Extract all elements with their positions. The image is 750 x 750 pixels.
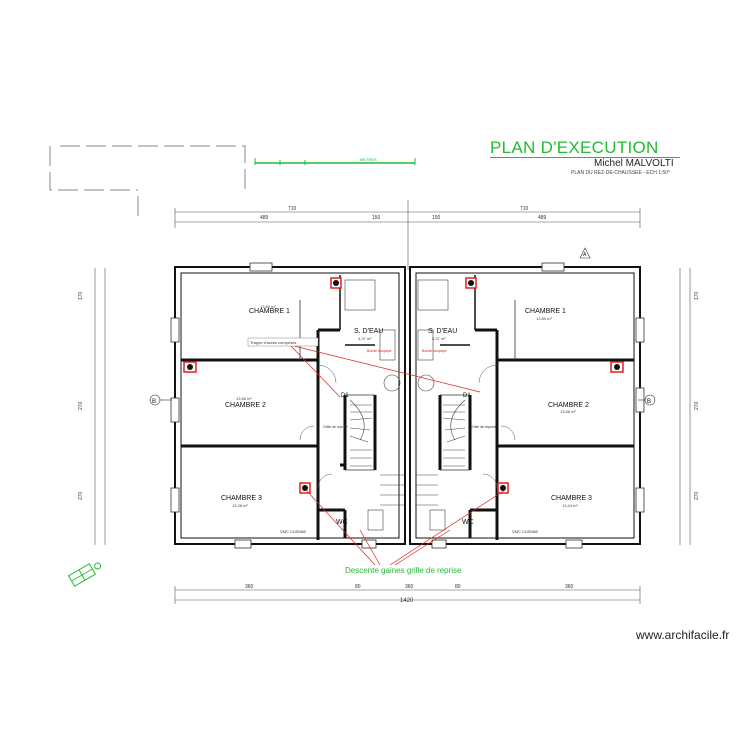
dim-side-left-1: 170 <box>78 291 84 300</box>
bathroom-fixtures <box>344 279 449 531</box>
section-a: A <box>583 252 587 258</box>
dim-bottom-3: 360 <box>405 584 414 590</box>
dim-bottom-5: 360 <box>565 584 574 590</box>
room-right-chambre-1: CHAMBRE 1 <box>525 308 566 315</box>
dim-side-left-3: 270 <box>78 491 84 500</box>
scale-bar-label: METRES <box>360 157 377 162</box>
room-left-chambre-2-area: 13,86 m² <box>236 396 252 401</box>
plan-subtitle: PLAN DU REZ-DE-CHAUSSEE - ECH 1:50° <box>571 170 670 176</box>
top-dimensions <box>174 200 641 270</box>
dim-top-mid-left: 150 <box>372 215 381 221</box>
section-b-right: B <box>647 399 651 405</box>
ventilation-ducts <box>183 277 624 494</box>
room-left-chambre-3: CHAMBRE 3 <box>221 495 262 502</box>
annotation-trappe: Trappe d'accès comprises <box>250 340 296 345</box>
annotation-grille-left: Grille de reprise <box>323 425 348 429</box>
annotation-vmc-left: VMC CUISINE <box>280 529 307 534</box>
room-left-chambre-1-area: 13,80 m² <box>260 304 276 309</box>
trappe-label-box <box>247 337 319 347</box>
compass-icon <box>67 562 102 587</box>
room-left-sdeau-area: 3,37 m² <box>358 336 372 341</box>
dim-top-mid-right: 150 <box>432 215 441 221</box>
annotation-soupape-left: Bonde soupape <box>367 349 392 353</box>
thin-partitions <box>299 300 516 471</box>
annotation-d1-left: D1 <box>341 393 349 399</box>
dim-top-total-right: 710 <box>520 206 529 212</box>
room-left-wc: WC <box>336 519 348 526</box>
section-b-left: B <box>152 399 156 405</box>
annotation-soupape-right: Bonde soupape <box>422 349 447 353</box>
dim-top-left: 489 <box>260 215 269 221</box>
red-annotation-lines <box>289 344 506 566</box>
section-markers <box>149 394 656 406</box>
room-right-sdeau: S. D'EAU <box>428 328 457 335</box>
room-right-chambre-3: CHAMBRE 3 <box>551 495 592 502</box>
site-outline <box>49 145 246 222</box>
annotation-vmc-right: VMC CUISINE <box>512 529 539 534</box>
room-right-chambre-2-area: 13,86 m² <box>560 409 576 414</box>
dim-top-total-left: 710 <box>288 206 297 212</box>
room-right-chambre-3-area: 13,44 m² <box>562 503 578 508</box>
room-left-chambre-1: CHAMBRE 1 <box>249 308 290 315</box>
dim-side-right-3: 270 <box>694 491 700 500</box>
dim-side-right-1: 170 <box>694 291 700 300</box>
plan-title: PLAN D'EXECUTION <box>490 138 659 157</box>
scale-bar: METRES <box>254 157 416 165</box>
annotation-grille-right: Grille de reprise <box>471 425 496 429</box>
dim-top-right: 489 <box>538 215 547 221</box>
room-left-chambre-2: CHAMBRE 2 <box>225 402 266 409</box>
bottom-dimensions <box>174 586 641 604</box>
title-underline <box>490 157 680 158</box>
dim-bottom-4: 80 <box>455 584 461 590</box>
annotation-descente: Descente gaines grille de reprise <box>345 566 462 575</box>
room-right-chambre-1-area: 13,80 m² <box>536 316 552 321</box>
room-right-chambre-2: CHAMBRE 2 <box>548 402 589 409</box>
room-right-wc: WC <box>462 519 474 526</box>
room-left-chambre-3-area: 13,38 m² <box>232 503 248 508</box>
side-dimensions <box>94 268 691 545</box>
room-left-sdeau: S. D'EAU <box>354 328 383 335</box>
dim-bottom-1: 360 <box>245 584 254 590</box>
dim-side-left-2: 270 <box>78 401 84 410</box>
section-a-marker <box>579 247 591 259</box>
annotation-d1-right: D1 <box>463 393 471 399</box>
staircase-right <box>415 399 466 506</box>
author-name: Michel MALVOLTI <box>594 158 674 169</box>
dim-side-right-2: 270 <box>694 401 700 410</box>
room-right-sdeau-area: 3,37 m² <box>432 336 446 341</box>
dim-bottom-2: 80 <box>355 584 361 590</box>
dim-bottom-total: 1420 <box>400 598 414 604</box>
door-swings <box>299 364 516 489</box>
staircase-left <box>349 399 405 506</box>
watermark[interactable]: www.archifacile.fr <box>636 628 730 642</box>
